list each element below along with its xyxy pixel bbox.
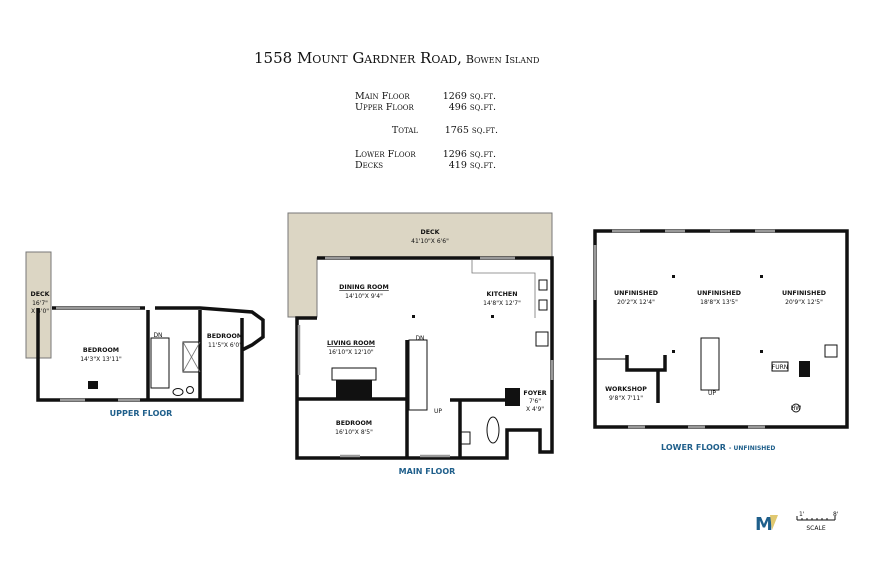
- svg-text:11'5"X 6'0": 11'5"X 6'0": [208, 342, 242, 349]
- svg-text:LIVING ROOM: LIVING ROOM: [327, 340, 375, 347]
- svg-text:Upper Floor: Upper Floor: [355, 102, 415, 113]
- svg-text:419 sq.ft.: 419 sq.ft.: [449, 160, 496, 171]
- svg-text:1': 1': [799, 511, 805, 518]
- svg-text:Total: Total: [392, 125, 418, 136]
- svg-text:DN: DN: [153, 332, 162, 339]
- svg-text:X 4'9": X 4'9": [526, 406, 544, 413]
- svg-text:WORKSHOP: WORKSHOP: [605, 386, 647, 393]
- svg-text:1296 sq.ft.: 1296 sq.ft.: [443, 149, 496, 160]
- svg-text:HW: HW: [791, 405, 802, 412]
- svg-text:SCALE: SCALE: [806, 525, 825, 532]
- company-logo: M: [755, 514, 778, 535]
- title-address: 1558 Mount Gardner Road,Bowen Island: [254, 49, 539, 67]
- svg-text:UP: UP: [708, 390, 716, 397]
- svg-text:7'6": 7'6": [529, 398, 541, 405]
- svg-text:1269 sq.ft.: 1269 sq.ft.: [443, 91, 496, 102]
- chimney: [88, 381, 98, 389]
- svg-text:14'10"X 9'4": 14'10"X 9'4": [345, 293, 383, 300]
- svg-text:UP: UP: [434, 408, 442, 415]
- svg-text:41'10"X 6'6": 41'10"X 6'6": [411, 238, 449, 245]
- svg-text:UNFINISHED: UNFINISHED: [697, 290, 741, 297]
- fireplace: [336, 380, 372, 399]
- scale-bar: 1' 8' SCALE: [796, 511, 839, 532]
- main-floor-plan: DECK 41'10"X 6'6" DINING ROOM 14'10"X 9'…: [287, 212, 554, 476]
- svg-text:18'8"X 13'5": 18'8"X 13'5": [700, 299, 738, 306]
- svg-text:Decks: Decks: [355, 160, 383, 171]
- svg-text:BEDROOM: BEDROOM: [83, 347, 119, 354]
- svg-text:16'7": 16'7": [32, 300, 48, 307]
- svg-text:BEDROOM: BEDROOM: [336, 420, 372, 427]
- svg-text:DN: DN: [415, 335, 424, 342]
- svg-text:UNFINISHED: UNFINISHED: [614, 290, 658, 297]
- svg-text:16'10"X 8'5": 16'10"X 8'5": [335, 429, 373, 436]
- svg-text:DECK: DECK: [30, 291, 50, 298]
- lower-floor-plan: FURN HW UNFINISHED 20'2"X 12'4" UNFINISH…: [593, 229, 849, 452]
- svg-text:8': 8': [833, 511, 839, 518]
- svg-text:X 4'0": X 4'0": [31, 308, 49, 315]
- svg-text:496 sq.ft.: 496 sq.ft.: [449, 102, 496, 113]
- svg-text:16'10"X 12'10": 16'10"X 12'10": [328, 349, 374, 356]
- svg-text:20'2"X 12'4": 20'2"X 12'4": [617, 299, 655, 306]
- svg-text:1765 sq.ft.: 1765 sq.ft.: [445, 125, 498, 136]
- lower-floor-label: LOWER FLOOR- UNFINISHED: [661, 443, 775, 452]
- svg-text:9'8"X 7'11": 9'8"X 7'11": [609, 395, 643, 402]
- area-summary: Main Floor 1269 sq.ft. Upper Floor 496 s…: [355, 91, 498, 171]
- svg-text:DECK: DECK: [420, 229, 440, 236]
- svg-text:UNFINISHED: UNFINISHED: [782, 290, 826, 297]
- svg-text:DINING ROOM: DINING ROOM: [339, 284, 389, 291]
- main-floor-label: MAIN FLOOR: [399, 467, 456, 476]
- svg-text:14'3"X 13'11": 14'3"X 13'11": [80, 356, 122, 363]
- svg-text:M: M: [755, 514, 773, 535]
- svg-text:Main Floor: Main Floor: [355, 91, 410, 102]
- svg-text:14'8"X 12'7": 14'8"X 12'7": [483, 300, 521, 307]
- svg-text:20'9"X 12'5": 20'9"X 12'5": [785, 299, 823, 306]
- upper-floor-plan: DECK 16'7" X 4'0" BEDROOM 14'3"X 13'11" …: [25, 251, 265, 418]
- svg-text:BEDROOM: BEDROOM: [207, 333, 243, 340]
- svg-text:KITCHEN: KITCHEN: [487, 291, 518, 298]
- svg-text:FURN: FURN: [772, 364, 789, 371]
- upper-floor-label: UPPER FLOOR: [110, 409, 173, 418]
- svg-text:FOYER: FOYER: [523, 390, 546, 397]
- svg-text:Lower Floor: Lower Floor: [355, 149, 416, 160]
